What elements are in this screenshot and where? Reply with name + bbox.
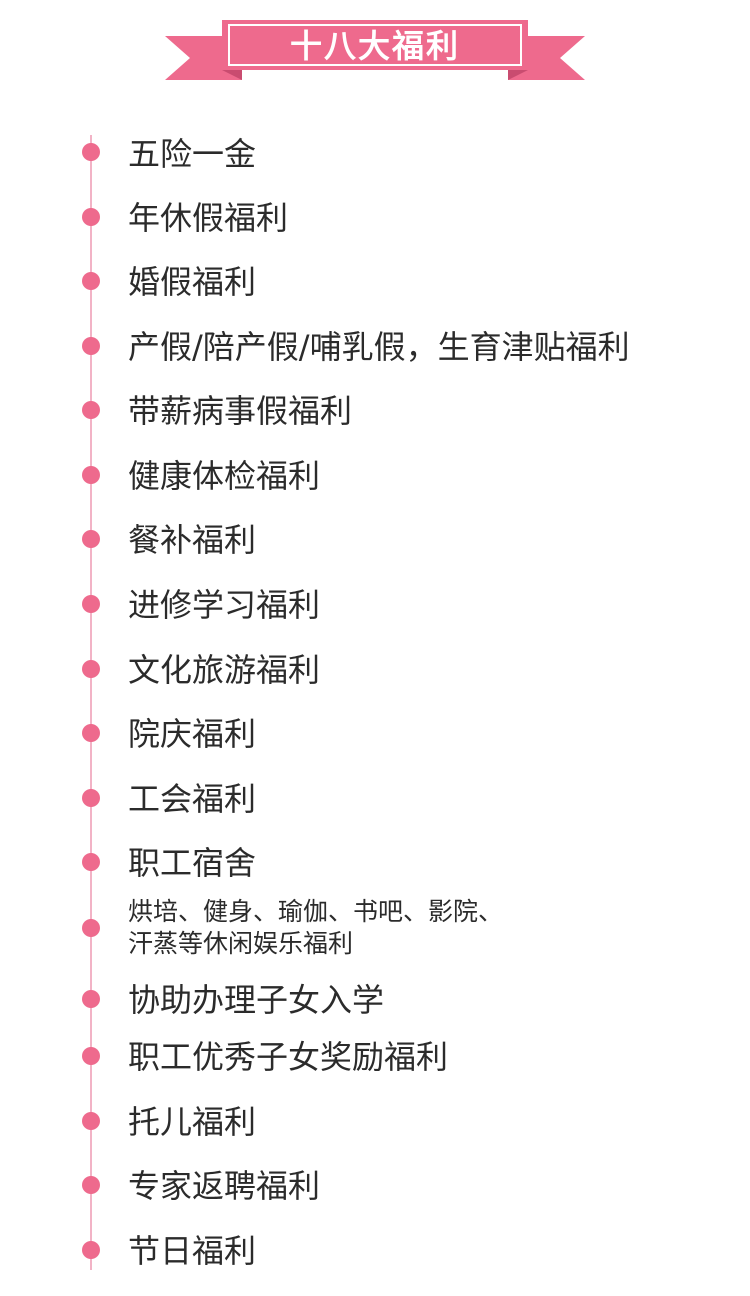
benefit-label: 婚假福利 xyxy=(128,263,257,301)
benefit-label: 带薪病事假福利 xyxy=(128,392,353,430)
bullet-dot-icon xyxy=(82,724,100,742)
ribbon-graphic xyxy=(165,20,585,80)
benefit-label: 节日福利 xyxy=(128,1232,257,1270)
benefit-label: 年休假福利 xyxy=(128,199,289,237)
bullet-dot-icon xyxy=(82,919,100,937)
benefit-label: 五险一金 xyxy=(128,135,257,173)
benefit-label: 文化旅游福利 xyxy=(128,651,321,689)
benefit-label-line1: 烘培、健身、瑜伽、书吧、影院、 xyxy=(128,897,504,926)
bullet-dot-icon xyxy=(82,143,100,161)
bullet-dot-icon xyxy=(82,466,100,484)
bullet-dot-icon xyxy=(82,789,100,807)
benefit-label: 产假/陪产假/哺乳假，生育津贴福利 xyxy=(128,328,630,366)
bullet-dot-icon xyxy=(82,272,100,290)
timeline-line xyxy=(90,135,92,1270)
bullet-dot-icon xyxy=(82,208,100,226)
bullet-dot-icon xyxy=(82,595,100,613)
bullet-dot-icon xyxy=(82,1176,100,1194)
benefit-label: 院庆福利 xyxy=(128,715,257,753)
benefit-label: 协助办理子女入学 xyxy=(128,981,385,1019)
bullet-dot-icon xyxy=(82,337,100,355)
benefit-label: 职工优秀子女奖励福利 xyxy=(128,1038,449,1076)
bullet-dot-icon xyxy=(82,853,100,871)
bullet-dot-icon xyxy=(82,530,100,548)
header-banner: 十八大福利 xyxy=(0,0,750,95)
benefit-label: 进修学习福利 xyxy=(128,586,321,624)
bullet-dot-icon xyxy=(82,401,100,419)
bullet-dot-icon xyxy=(82,1112,100,1130)
benefit-label: 工会福利 xyxy=(128,780,257,818)
benefit-label: 餐补福利 xyxy=(128,521,257,559)
benefit-label: 职工宿舍 xyxy=(128,844,257,882)
banner-title: 十八大福利 xyxy=(289,27,460,65)
bullet-dot-icon xyxy=(82,990,100,1008)
bullet-dot-icon xyxy=(82,1047,100,1065)
bullet-dot-icon xyxy=(82,1241,100,1259)
benefit-label: 健康体检福利 xyxy=(128,457,321,495)
bullet-dot-icon xyxy=(82,660,100,678)
benefit-label-line2: 汗蒸等休闲娱乐福利 xyxy=(128,929,354,958)
benefit-label: 专家返聘福利 xyxy=(128,1167,321,1205)
benefit-label: 托儿福利 xyxy=(128,1103,257,1141)
